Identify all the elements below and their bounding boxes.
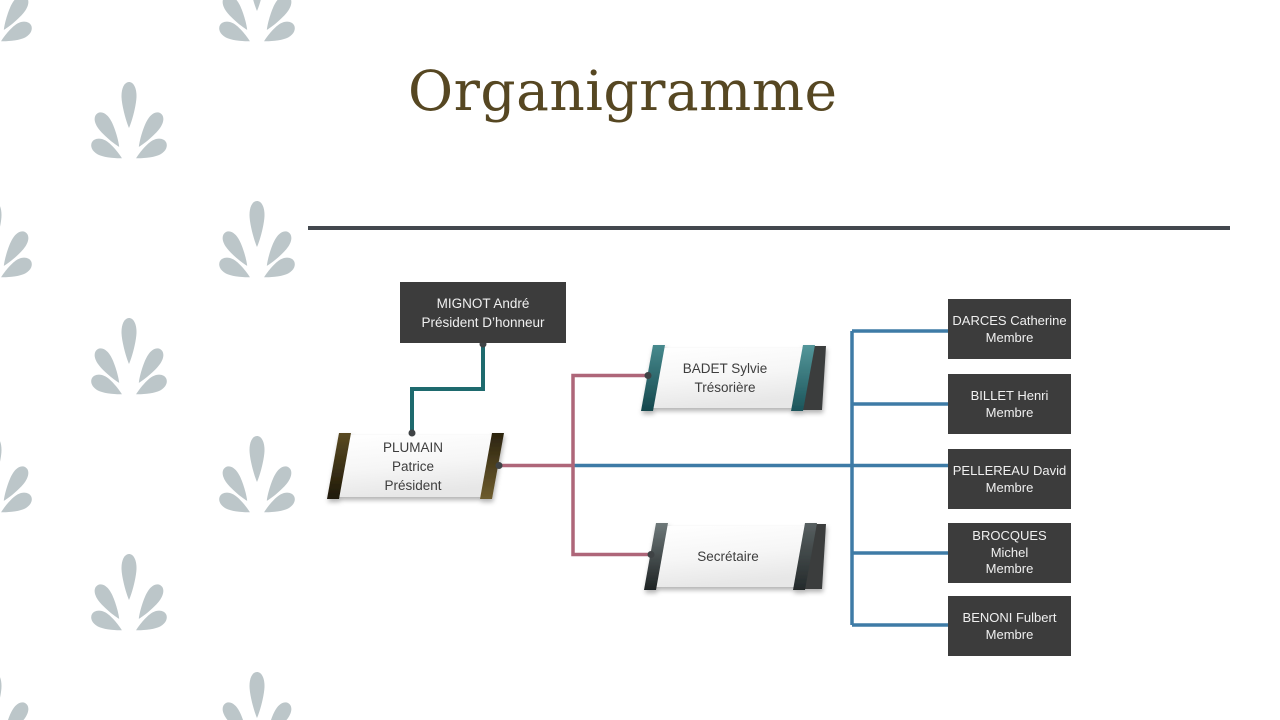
node-name: BADET Sylvie: [682, 361, 768, 376]
node-role: Membre: [985, 330, 1034, 345]
node-secretaire: Secrétaire: [653, 545, 803, 567]
node-name: BILLET Henri: [970, 387, 1049, 403]
slide-title: Organigramme: [408, 59, 838, 123]
node-role: Trésorière: [694, 380, 756, 395]
node-role: Membre: [985, 627, 1034, 642]
node-name: BROCQUES: [972, 528, 1047, 544]
connector-endpoint-dot: [495, 462, 503, 469]
node-name: DARCES Catherine: [952, 312, 1067, 328]
node-role: Secrétaire: [697, 548, 759, 564]
connector-blue: [573, 329, 948, 627]
connector-endpoint-dot: [644, 372, 652, 379]
node-role: Membre: [985, 480, 1034, 495]
node-president-honneur: MIGNOT André Président D’honneur: [400, 282, 566, 343]
node-name: BENONI Fulbert: [962, 609, 1057, 625]
connector-endpoint-dot: [408, 429, 416, 437]
node-role: Président D’honneur: [421, 314, 545, 330]
node-tresoriere: BADET Sylvie Trésorière: [650, 357, 800, 399]
connector-teal: [410, 343, 485, 434]
node-membre-darces: DARCES Catherine Membre: [948, 299, 1071, 359]
connector-pink: [499, 373, 652, 557]
node-membre-billet: BILLET Henri Membre: [948, 374, 1071, 434]
node-membre-pellereau: PELLEREAU David Membre: [948, 449, 1071, 509]
node-membre-benoni: BENONI Fulbert Membre: [948, 596, 1071, 656]
node-name: MIGNOT André: [436, 295, 530, 311]
node-role: Membre: [985, 561, 1034, 577]
node-shape-secretaire: [644, 523, 826, 590]
connector-endpoint-dot: [647, 551, 655, 558]
node-role: Membre: [985, 405, 1034, 420]
node-name: Patrice: [391, 458, 435, 474]
node-name: PLUMAIN: [382, 439, 443, 455]
title-divider: [308, 226, 1230, 230]
node-name: Michel: [990, 544, 1029, 560]
node-role: Président: [384, 477, 442, 493]
node-shape-president: [327, 433, 504, 499]
node-membre-brocques: BROCQUES Michel Membre: [948, 523, 1071, 583]
node-president: PLUMAIN Patrice Président: [333, 437, 493, 495]
node-shape-tresoriere: [641, 345, 826, 411]
node-name: PELLEREAU David: [952, 462, 1067, 478]
